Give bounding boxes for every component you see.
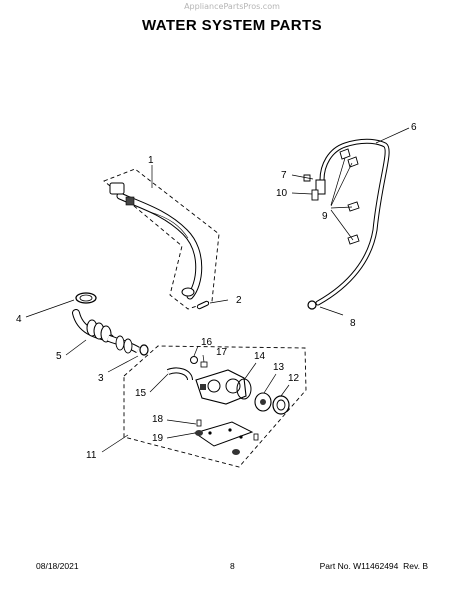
page-title: WATER SYSTEM PARTS [142, 17, 322, 34]
callout-16: 16 [201, 337, 213, 348]
callout-10: 10 [276, 188, 288, 199]
footer-part-info: Part No. W11462494 Rev. B [320, 561, 428, 571]
callout-14: 14 [254, 351, 266, 362]
callout-13: 13 [273, 362, 285, 373]
hose-assembly-group [103, 168, 220, 310]
callout-2: 2 [236, 295, 242, 306]
callout-5: 5 [56, 351, 62, 362]
callout-6: 6 [411, 122, 417, 133]
callout-9: 9 [322, 211, 328, 222]
callout-17: 17 [216, 347, 228, 358]
footer-revision: Rev. B [403, 561, 428, 571]
callout-1: 1 [148, 155, 154, 166]
callout-15: 15 [135, 388, 147, 399]
callout-18: 18 [152, 414, 164, 425]
callout-19: 19 [152, 433, 164, 444]
callout-labels: 1 2 3 4 5 6 7 8 9 10 11 12 13 14 15 16 1… [16, 122, 417, 461]
callout-4: 4 [16, 314, 22, 325]
small-clamp-part [196, 299, 229, 310]
callout-3: 3 [98, 373, 104, 384]
watermark-text: AppliancePartsPros.com [184, 2, 280, 11]
callout-12: 12 [288, 373, 300, 384]
footer-date: 08/18/2021 [36, 561, 79, 571]
bellows-hose-part [72, 292, 149, 356]
inlet-hose-part [303, 138, 390, 310]
callout-8: 8 [350, 318, 356, 329]
footer-page-number: 8 [230, 561, 235, 571]
leader-lines [25, 127, 410, 453]
pump-assembly-group [123, 345, 307, 468]
callout-11: 11 [86, 450, 97, 461]
footer-part-number: Part No. W11462494 [319, 561, 399, 571]
callout-7: 7 [281, 170, 287, 181]
